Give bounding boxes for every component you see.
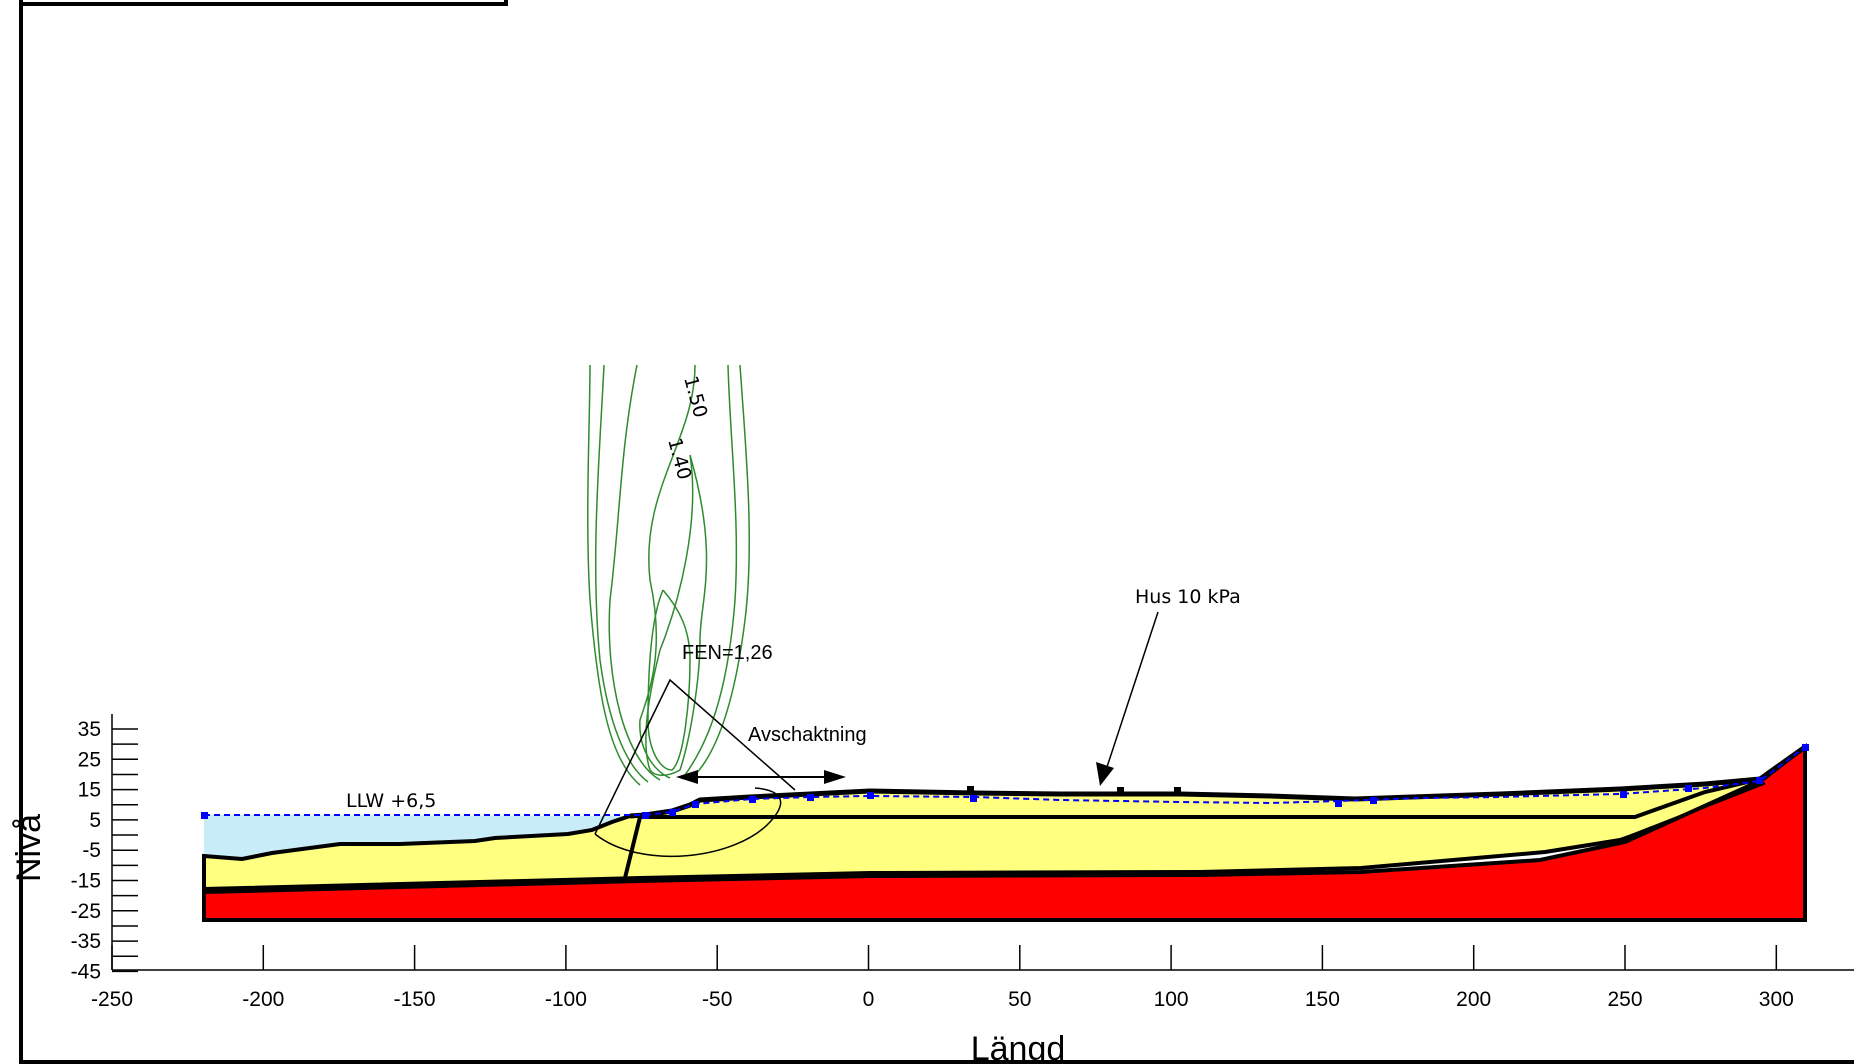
x-tick-label: 0: [863, 988, 875, 1011]
x-tick-label: 300: [1759, 988, 1794, 1011]
layer-boundary-horizontal: [640, 777, 1761, 819]
layer-boundary-lower: [203, 778, 1763, 894]
load-label: Hus 10 kPa: [1135, 586, 1241, 608]
contour-label-150: 1.50: [679, 374, 711, 421]
contour-line: [647, 589, 691, 771]
load-arrow-line: [1105, 611, 1159, 771]
y-tick-label: 15: [78, 779, 101, 802]
y-tick-label: -5: [82, 839, 101, 862]
water-level-markers: [201, 744, 1809, 819]
water-level-label: LLW +6,5: [346, 790, 436, 812]
water-table-line: [644, 746, 1806, 816]
x-tick-label: 50: [1008, 988, 1031, 1011]
contour-line: [608, 364, 661, 781]
slip-circle-radius: [594, 678, 796, 835]
contour-line: [587, 364, 641, 786]
contour-line: [639, 364, 696, 779]
slip-circle: [594, 787, 782, 858]
x-tick-label: -50: [702, 988, 732, 1011]
contour-line: [694, 364, 751, 776]
x-tick-label: -150: [394, 988, 436, 1011]
excavation-arrow-head-left: [676, 770, 698, 784]
y-tick-label: -35: [71, 930, 101, 953]
y-tick-label: -15: [71, 870, 101, 893]
x-tick-label: -100: [545, 988, 587, 1011]
excavation-wall: [623, 816, 642, 879]
y-tick-label: 25: [78, 748, 101, 771]
layer-boundary-upper: [203, 781, 1766, 891]
x-tick-label: -200: [242, 988, 284, 1011]
house-load-markers: [967, 786, 1181, 794]
x-axis: -250 -200 -150 -100 -50 0 50 100 150 200 250 300: [91, 945, 1854, 1011]
x-tick-label: -250: [91, 988, 133, 1011]
y-axis: 35 25 15 5 -5 -15 -25 -35 -45: [71, 714, 138, 983]
water-body: [204, 815, 630, 859]
x-tick-label: 250: [1607, 988, 1642, 1011]
y-tick-label: -45: [71, 960, 101, 983]
y-tick-label: 5: [89, 809, 101, 832]
y-tick-label: -25: [71, 900, 101, 923]
contour-line: [645, 454, 708, 776]
y-tick-label: 35: [78, 718, 101, 741]
load-arrow-head: [1096, 762, 1114, 786]
contour-line: [594, 364, 649, 783]
excavation-arrow-head-right: [824, 770, 846, 784]
contour-label-140: 1.40: [663, 436, 695, 483]
drawing-frame: [19, 0, 1854, 1064]
x-tick-label: 100: [1154, 988, 1189, 1011]
x-tick-label: 150: [1305, 988, 1340, 1011]
safety-factor-contours: [587, 364, 751, 786]
excavation-label: Avschaktning: [748, 724, 867, 746]
title-block-box: [19, 0, 508, 6]
y-axis-title: Nivå: [10, 814, 48, 882]
x-axis-title: Längd: [971, 1030, 1066, 1064]
contour-line: [684, 364, 738, 776]
x-tick-label: 200: [1456, 988, 1491, 1011]
fen-label: FEN=1,26: [682, 642, 773, 664]
